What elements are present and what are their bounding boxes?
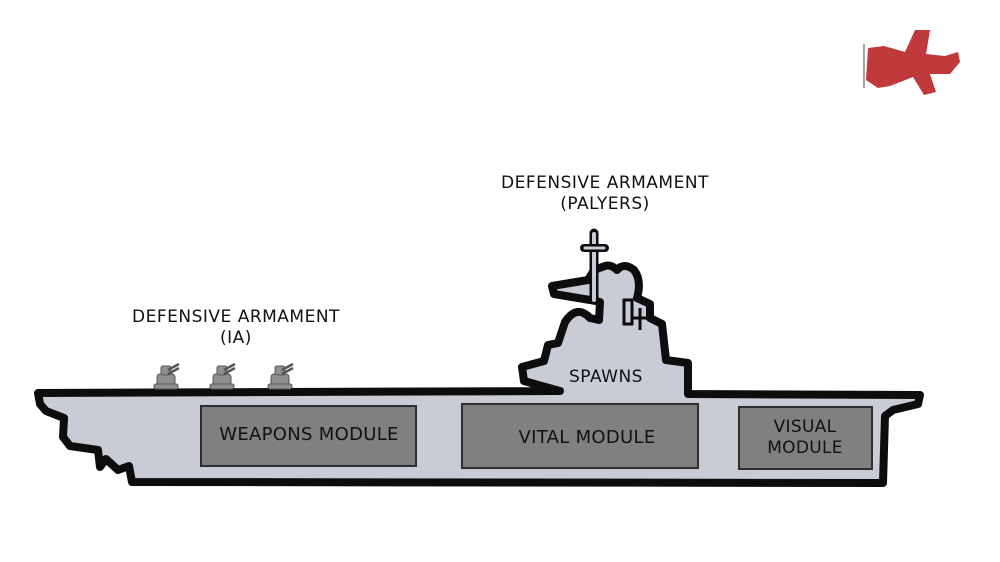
turret-part [209, 383, 235, 390]
turret-barrel [223, 362, 236, 372]
visual-module-label-line2: MODULE [767, 438, 843, 458]
turret-barrel [167, 366, 180, 376]
turret-barrel [223, 366, 236, 376]
weapons-module-label: WEAPONS MODULE [219, 424, 398, 445]
turret-barrel [167, 362, 180, 372]
plane-body [866, 30, 960, 95]
defense-players-label-line1: DEFENSIVE ARMAMENT [501, 173, 709, 193]
visual-module-label-line1: VISUAL [774, 417, 837, 437]
spawns-label: SPAWNS [569, 367, 643, 387]
anti-aircraft-turret-icon [153, 362, 180, 390]
turret-barrel [281, 362, 294, 372]
anti-aircraft-turret-icon [267, 362, 294, 390]
anti-aircraft-turret-icon [209, 362, 236, 390]
red-fighter-plane-icon [863, 30, 960, 95]
turret-part [153, 383, 179, 390]
turret-part [267, 383, 293, 390]
defense-ia-label-line2: (IA) [220, 328, 252, 348]
defense-ia-label-line1: DEFENSIVE ARMAMENT [132, 307, 340, 327]
vital-module-box [461, 403, 699, 469]
turret-barrel [281, 366, 294, 376]
visual-module-box [738, 406, 873, 470]
vital-module-label: VITAL MODULE [518, 427, 655, 448]
defense-players-label-line2: (PALYERS) [560, 194, 650, 214]
island-antenna [622, 298, 650, 330]
weapons-module-box [200, 405, 417, 467]
